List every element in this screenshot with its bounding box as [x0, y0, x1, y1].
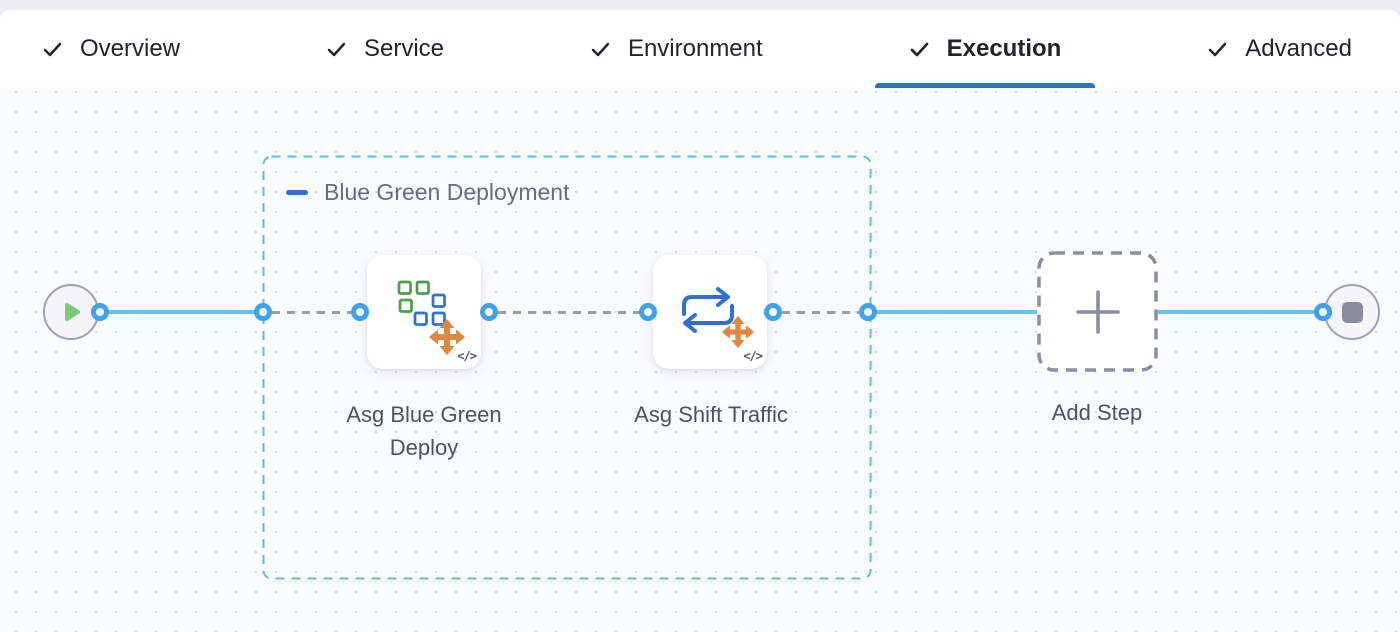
- edge-group-to-step1: [272, 310, 354, 314]
- stage-group-label: Blue Green Deployment: [324, 179, 570, 205]
- play-icon: [63, 301, 83, 323]
- stage-group-outline: [262, 155, 872, 580]
- add-step-dashed-border: [1037, 251, 1158, 372]
- scale-arrows-icon: [429, 319, 465, 355]
- step-node-asg-shift-traffic[interactable]: </>: [653, 255, 767, 369]
- plus-icon: [1074, 288, 1122, 336]
- check-icon: [42, 39, 63, 60]
- port-step2-out[interactable]: [764, 303, 782, 321]
- tab-label: Environment: [627, 35, 763, 62]
- edge-start-to-group: [100, 310, 263, 314]
- add-step-label: Add Step: [1051, 400, 1143, 425]
- asg-shift-traffic-icon: [682, 287, 734, 333]
- start-node: [43, 284, 99, 340]
- stop-icon: [1341, 301, 1363, 323]
- edge-step1-to-step2: [498, 310, 640, 314]
- check-icon: [326, 39, 347, 60]
- tab-execution[interactable]: Execution: [874, 10, 1096, 88]
- tab-advanced[interactable]: Advanced: [1173, 10, 1386, 88]
- step-node-asg-blue-green-deploy[interactable]: </>: [367, 255, 481, 369]
- check-icon: [1207, 39, 1228, 60]
- check-icon: [909, 39, 930, 60]
- port-group-out[interactable]: [859, 303, 877, 321]
- port-step2-in[interactable]: [639, 303, 657, 321]
- step-label-asg-shift-traffic: Asg Shift Traffic: [634, 402, 788, 427]
- code-icon: </>: [743, 349, 763, 363]
- edge-step2-to-group: [782, 310, 860, 314]
- asg-blue-green-deploy-icon: [397, 280, 446, 326]
- port-start-out[interactable]: [91, 303, 109, 321]
- end-node: [1324, 284, 1380, 340]
- scale-arrows-icon: [721, 315, 755, 349]
- code-icon: </>: [457, 349, 477, 363]
- tab-label: Execution: [946, 35, 1062, 62]
- port-group-in[interactable]: [254, 303, 272, 321]
- collapse-minus-icon[interactable]: [286, 190, 308, 195]
- tab-environment[interactable]: Environment: [556, 10, 797, 88]
- execution-graph-canvas[interactable]: Blue Green Deployment: [0, 88, 1400, 632]
- step-label-asg-blue-green-deploy: Asg Blue Green Deploy: [346, 402, 502, 460]
- tab-overview[interactable]: Overview: [8, 10, 214, 88]
- add-step-node[interactable]: [1037, 251, 1158, 372]
- tab-service[interactable]: Service: [292, 10, 478, 88]
- tab-label: Service: [363, 35, 444, 62]
- check-icon: [590, 39, 611, 60]
- port-end-in[interactable]: [1314, 303, 1332, 321]
- port-step1-out[interactable]: [480, 303, 498, 321]
- stage-group-header: Blue Green Deployment: [286, 179, 569, 206]
- pipeline-studio-panel: Overview Service Environment Execution A…: [0, 10, 1400, 632]
- tab-label: Overview: [80, 35, 181, 62]
- tab-label: Advanced: [1245, 35, 1352, 62]
- port-step1-in[interactable]: [351, 303, 369, 321]
- stage-tab-bar: Overview Service Environment Execution A…: [0, 10, 1400, 88]
